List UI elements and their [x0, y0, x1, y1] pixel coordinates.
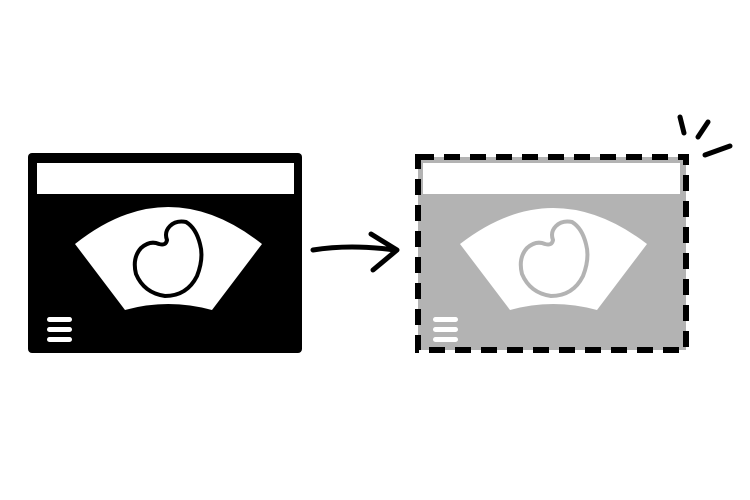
ultrasound-screen-original: [28, 153, 302, 353]
fetus-icon: [518, 219, 590, 298]
sparkle-lines-icon: [677, 114, 733, 158]
fetus-icon: [132, 219, 204, 298]
menu-icon: [433, 317, 458, 342]
arrow-right-icon: [310, 231, 400, 273]
screen-header-bar: [423, 163, 680, 194]
ultrasound-screen-faded: [415, 154, 689, 353]
screen-header-bar: [37, 163, 294, 194]
ultrasound-fan: [460, 208, 647, 310]
dashed-outline: [415, 154, 689, 353]
ultrasound-fan: [75, 207, 262, 310]
menu-icon: [47, 317, 72, 342]
